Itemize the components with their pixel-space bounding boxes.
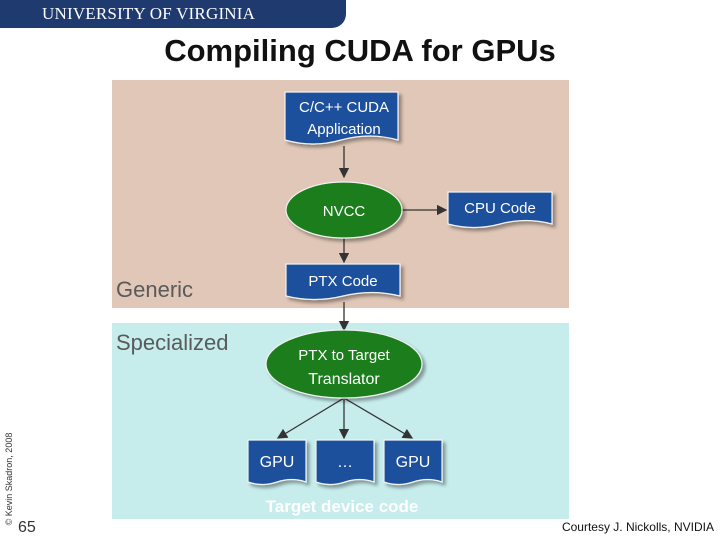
cuda-application-document [284,91,399,145]
target-device-code-label: Target device code [266,497,419,516]
slide-title: Compiling CUDA for GPUs [164,33,556,68]
gpu-left-document [247,439,307,486]
credit-line: Courtesy J. Nickolls, NVIDIA [561,520,714,534]
translator-node [265,329,423,399]
gpu-middle-document [315,439,375,486]
cuda-application-line2: Application [307,121,380,138]
gpu-right-document [383,439,443,486]
gpu-middle-label: … [337,454,353,471]
cpu-code-document [447,191,553,229]
copyright-text: © Kevin Skadron, 2008 [4,432,14,526]
cpu-code-label: CPU Code [464,200,536,217]
nvcc-node [285,181,403,239]
copyright-notice: © Kevin Skadron, 2008 [0,424,14,538]
gpu-right-label: GPU [396,454,431,471]
generic-label: Generic [116,277,194,302]
cuda-application-line1: C/C++ CUDA [299,99,389,116]
translator-line1: PTX to Target [298,347,390,364]
specialized-label: Specialized [116,330,229,355]
translator-line2: Translator [308,371,380,388]
ptx-code-document [285,263,401,301]
university-name: UNIVERSITY OF VIRGINIA [42,4,256,23]
arrow-translator-to-gpu-right [343,397,414,439]
gpu-left-label: GPU [260,454,295,471]
nvcc-label: NVCC [323,203,366,220]
university-banner: UNIVERSITY OF VIRGINIA [0,0,346,28]
ptx-code-label: PTX Code [308,273,377,290]
arrow-translator-to-gpu-left [276,397,345,439]
slide-number: 65 [18,519,36,536]
